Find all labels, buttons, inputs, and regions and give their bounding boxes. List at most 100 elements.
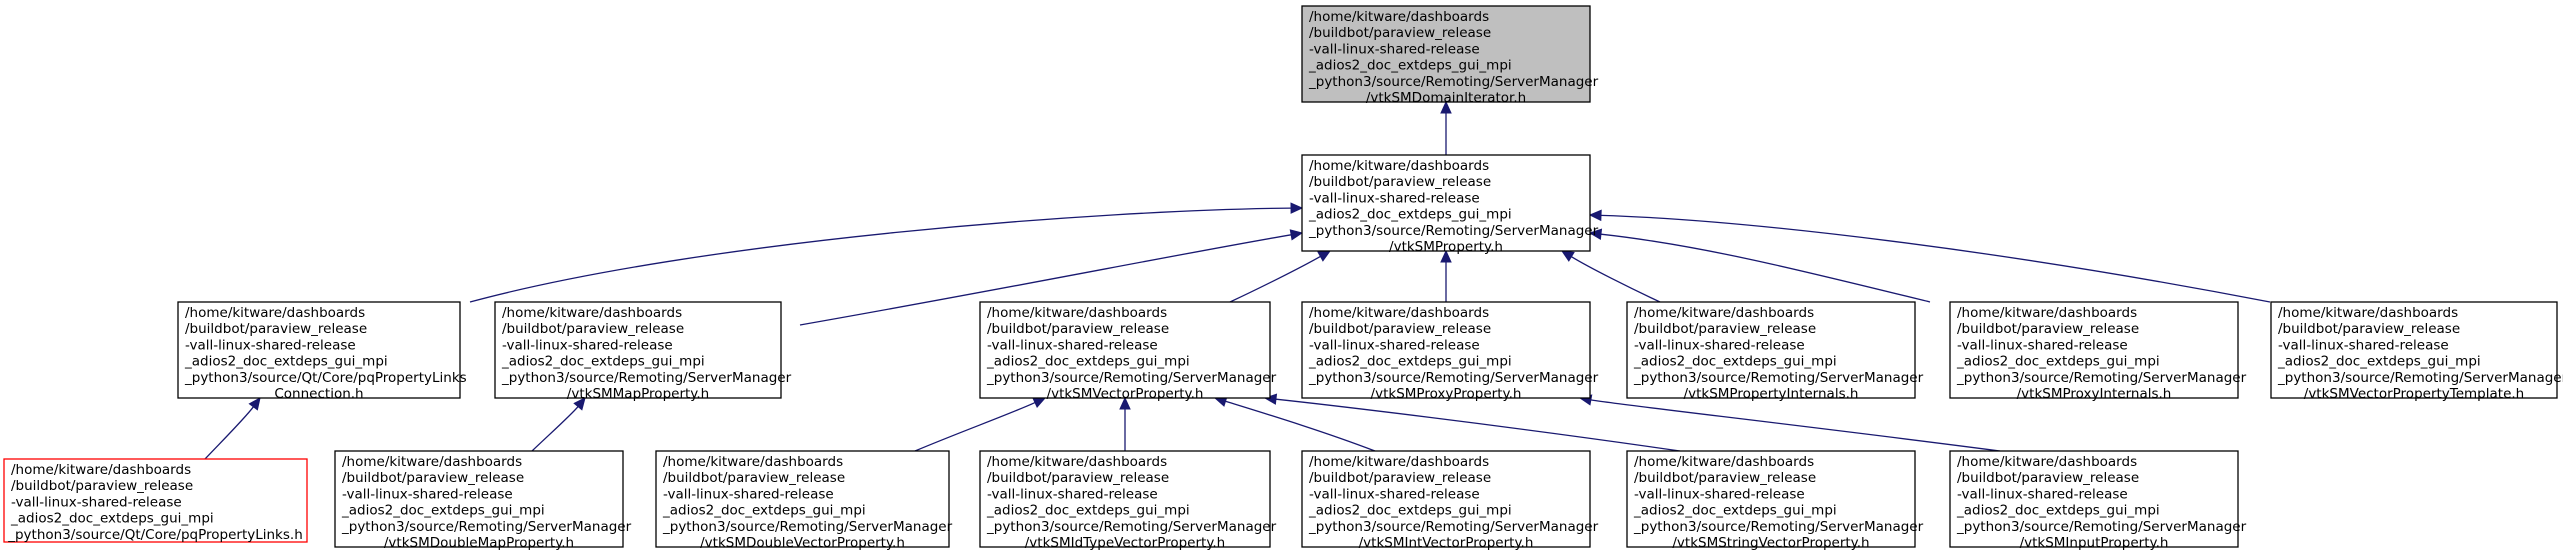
graph-node[interactable]: /home/kitware/dashboards/buildbot/paravi… xyxy=(494,301,792,402)
graph-node-label-line: /vtkSMProxyInternals.h xyxy=(2017,386,2172,402)
graph-node[interactable]: /home/kitware/dashboards/buildbot/paravi… xyxy=(2270,301,2563,402)
graph-node-label-line: -vall-linux-shared-release xyxy=(987,486,1158,502)
graph-node-box xyxy=(1301,5,1591,103)
graph-node[interactable]: /home/kitware/dashboards/buildbot/paravi… xyxy=(1949,450,2247,551)
graph-node[interactable]: /home/kitware/dashboards/buildbot/paravi… xyxy=(177,301,467,402)
graph-edge-arrowhead xyxy=(1032,397,1047,409)
graph-node-label-line: /vtkSMInputProperty.h xyxy=(2020,535,2169,551)
graph-edge-line xyxy=(469,207,1292,303)
graph-edge-arrow xyxy=(1578,394,2001,452)
graph-edge-arrow xyxy=(1213,395,1376,452)
graph-node-label-line: /buildbot/paraview_release xyxy=(987,470,1169,486)
graph-node-label-line: /vtkSMDoubleVectorProperty.h xyxy=(700,535,905,551)
graph-node-label-line: /buildbot/paraview_release xyxy=(1634,321,1816,337)
graph-node-box xyxy=(494,301,782,399)
graph-node-label-line: /vtkSMDomainIterator.h xyxy=(1366,90,1526,106)
graph-node-box xyxy=(177,301,461,399)
graph-node[interactable]: /home/kitware/dashboards/buildbot/paravi… xyxy=(1301,301,1599,402)
graph-node-label-line: /home/kitware/dashboards xyxy=(502,305,682,321)
graph-edge-arrow xyxy=(1440,249,1452,302)
graph-node-label-line: _adios2_doc_extdeps_gui_mpi xyxy=(1956,354,2160,370)
graph-node-label-line: /home/kitware/dashboards xyxy=(1957,454,2137,470)
graph-node[interactable]: /home/kitware/dashboards/buildbot/paravi… xyxy=(979,301,1277,402)
graph-node-label-line: _adios2_doc_extdeps_gui_mpi xyxy=(1308,58,1512,74)
graph-node[interactable]: /home/kitware/dashboards/buildbot/paravi… xyxy=(1301,5,1599,106)
graph-node-label-line: _python3/source/Qt/Core/pqPropertyLinks.… xyxy=(7,527,303,543)
graph-node-box xyxy=(1301,301,1591,399)
graph-node-box xyxy=(979,450,1271,548)
graph-edge-arrowhead xyxy=(1119,396,1131,410)
graph-edge-line xyxy=(1225,400,1376,452)
graph-node-label-line: _adios2_doc_extdeps_gui_mpi xyxy=(986,503,1190,519)
graph-node-label-line: /home/kitware/dashboards xyxy=(1634,454,1814,470)
graph-node-box xyxy=(334,450,624,548)
graph-node[interactable]: /home/kitware/dashboards/buildbot/paravi… xyxy=(1949,301,2247,402)
graph-node-label-line: /home/kitware/dashboards xyxy=(1634,305,1814,321)
graph-edge-line xyxy=(1590,399,2001,452)
graph-node-label-line: /vtkSMIdTypeVectorProperty.h xyxy=(1025,535,1226,551)
graph-node-box xyxy=(1301,450,1591,548)
graph-node-box xyxy=(1626,301,1916,399)
graph-node-label-line: _adios2_doc_extdeps_gui_mpi xyxy=(1308,354,1512,370)
graph-node-label-line: _adios2_doc_extdeps_gui_mpi xyxy=(501,354,705,370)
graph-node-label-line: /buildbot/paraview_release xyxy=(987,321,1169,337)
graph-node[interactable]: /home/kitware/dashboards/buildbot/paravi… xyxy=(655,450,953,551)
graph-node-label-line: _python3/source/Remoting/ServerManager xyxy=(2277,370,2563,386)
graph-node-label-line: _adios2_doc_extdeps_gui_mpi xyxy=(2277,354,2481,370)
graph-edge-line xyxy=(914,401,1036,452)
graph-node-label-line: /vtkSMStringVectorProperty.h xyxy=(1672,535,1869,551)
graph-node-label-line: /buildbot/paraview_release xyxy=(185,321,367,337)
graph-edge-line xyxy=(1600,233,1931,303)
graph-node[interactable]: /home/kitware/dashboards/buildbot/paravi… xyxy=(1626,301,1924,402)
graph-edge-arrowhead xyxy=(1440,249,1452,263)
graph-node-label-line: _python3/source/Remoting/ServerManager xyxy=(1308,74,1599,90)
graph-node-box xyxy=(655,450,950,548)
graph-edge-arrowhead xyxy=(1588,209,1602,222)
graph-node-box xyxy=(1949,450,2239,548)
graph-node-label-line: /home/kitware/dashboards xyxy=(987,305,1167,321)
graph-node[interactable]: /home/kitware/dashboards/buildbot/paravi… xyxy=(1301,450,1599,551)
graph-node-label-line: _adios2_doc_extdeps_gui_mpi xyxy=(986,354,1190,370)
graph-node-label-line: /buildbot/paraview_release xyxy=(2278,321,2460,337)
graph-node-label-line: -vall-linux-shared-release xyxy=(1309,486,1480,502)
graph-node-label-line: /vtkSMProxyProperty.h xyxy=(1371,386,1522,402)
graph-node-label-line: -vall-linux-shared-release xyxy=(11,494,182,510)
graph-edge-arrowhead xyxy=(248,397,261,411)
graph-edge-arrow xyxy=(914,397,1047,452)
graph-node[interactable]: /home/kitware/dashboards/buildbot/paravi… xyxy=(3,458,308,543)
graph-node-label-line: _adios2_doc_extdeps_gui_mpi xyxy=(10,511,214,527)
graph-node-box xyxy=(2270,301,2558,399)
graph-node-label-line: /home/kitware/dashboards xyxy=(1957,305,2137,321)
graph-edge-line xyxy=(1571,256,1661,303)
graph-node[interactable]: /home/kitware/dashboards/buildbot/paravi… xyxy=(334,450,632,551)
graph-node-label-line: _python3/source/Remoting/ServerManager xyxy=(1308,370,1599,386)
graph-node-label-line: /vtkSMPropertyInternals.h xyxy=(1684,386,1859,402)
graph-node-label-line: /vtkSMVectorPropertyTemplate.h xyxy=(2304,386,2524,402)
graph-edges xyxy=(204,100,2271,460)
graph-node-label-line: /vtkSMProperty.h xyxy=(1389,239,1503,255)
graph-node-label-line: /home/kitware/dashboards xyxy=(2278,305,2458,321)
graph-edge-line xyxy=(1275,398,1681,452)
graph-node-label-line: /buildbot/paraview_release xyxy=(1309,321,1491,337)
graph-node[interactable]: /home/kitware/dashboards/buildbot/paravi… xyxy=(979,450,1277,551)
graph-node-box xyxy=(1301,154,1591,252)
graph-node-label-line: _python3/source/Remoting/ServerManager xyxy=(986,370,1277,386)
graph-node-label-line: -vall-linux-shared-release xyxy=(987,337,1158,353)
graph-node-label-line: _python3/source/Remoting/ServerManager xyxy=(1956,370,2247,386)
graph-node-label-line: /home/kitware/dashboards xyxy=(1309,454,1489,470)
graph-node-label-line: /vtkSMDoubleMapProperty.h xyxy=(384,535,574,551)
graph-node-label-line: -vall-linux-shared-release xyxy=(1309,190,1480,206)
graph-edge-arrowhead xyxy=(1560,250,1575,262)
graph-node[interactable]: /home/kitware/dashboards/buildbot/paravi… xyxy=(1626,450,1924,551)
graph-edge-arrow xyxy=(531,397,586,452)
graph-node-label-line: /buildbot/paraview_release xyxy=(1309,25,1491,41)
graph-node-label-line: /vtkSMVectorProperty.h xyxy=(1047,386,1204,402)
graph-edge-arrow xyxy=(1588,228,1931,303)
graph-node-label-line: -vall-linux-shared-release xyxy=(1634,337,1805,353)
graph-node[interactable]: /home/kitware/dashboards/buildbot/paravi… xyxy=(1301,154,1599,255)
graph-node-label-line: -vall-linux-shared-release xyxy=(1634,486,1805,502)
graph-edge-arrowhead xyxy=(1263,393,1278,405)
graph-node-label-line: -vall-linux-shared-release xyxy=(2278,337,2449,353)
graph-node-label-line: _python3/source/Remoting/ServerManager xyxy=(1308,519,1599,535)
graph-node-label-line: _adios2_doc_extdeps_gui_mpi xyxy=(341,503,545,519)
